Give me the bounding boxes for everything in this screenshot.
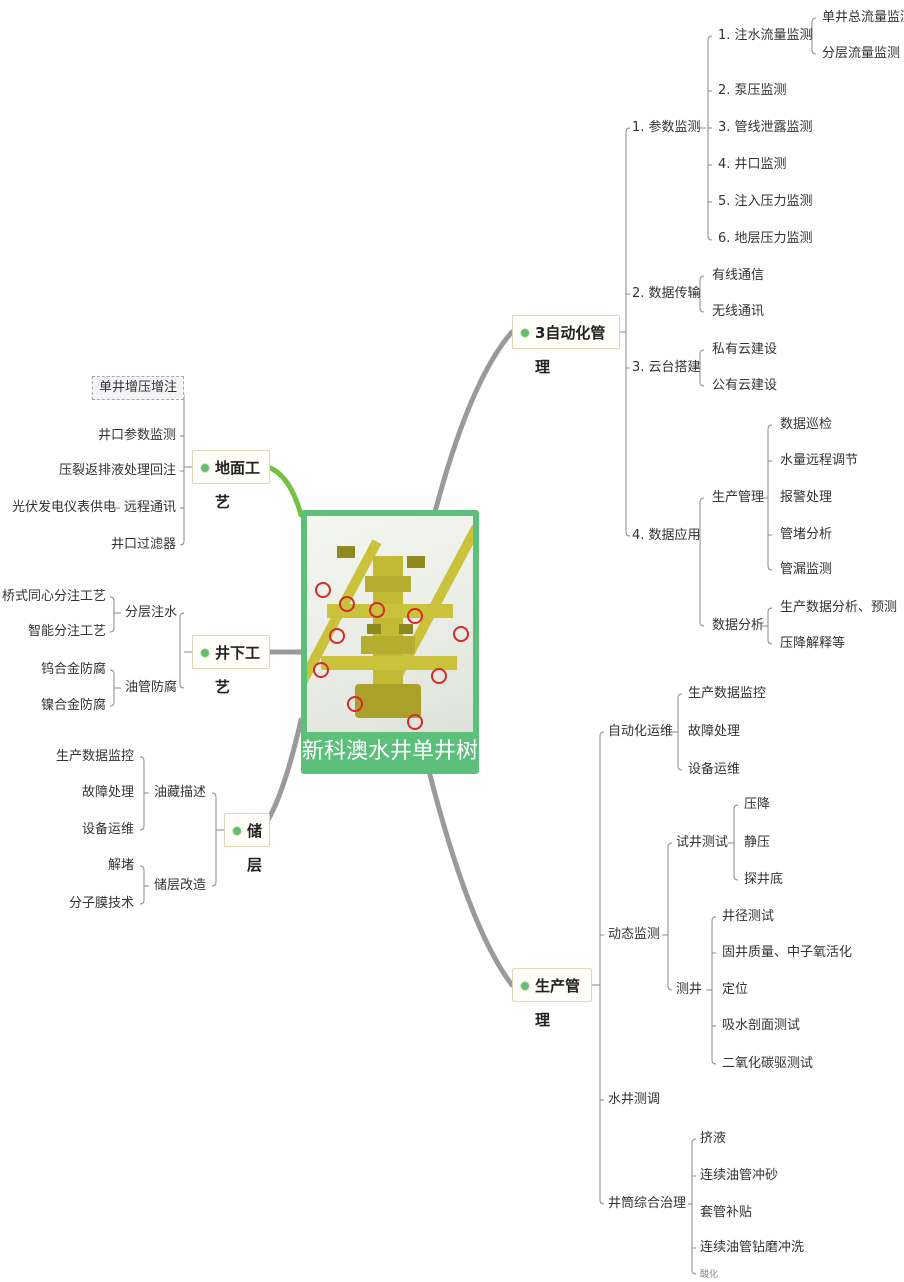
node-auto-ops[interactable]: 自动化运维 [608, 724, 674, 739]
node-wellbore-treatment[interactable]: 井筒综合治理 [608, 1196, 687, 1211]
node-frac-flowback[interactable]: 压裂返排液处理回注 [58, 463, 176, 478]
node-prod-data-monitor-left[interactable]: 生产数据监控 [55, 749, 134, 764]
node-bottom-probe[interactable]: 探井底 [744, 872, 784, 887]
node-liquid-squeeze[interactable]: 挤液 [700, 1131, 727, 1146]
node-static-pressure[interactable]: 静压 [744, 835, 771, 850]
node-pump-pressure[interactable]: 2. 泵压监测 [718, 83, 787, 98]
branch-dot-icon [201, 464, 209, 472]
node-layered-flow[interactable]: 分层流量监测 [822, 46, 901, 61]
node-casing-patch[interactable]: 套管补贴 [700, 1205, 753, 1220]
branch-downhole-process[interactable]: 井下工艺 [192, 635, 270, 696]
node-co2-flood-test[interactable]: 二氧化碳驱测试 [722, 1056, 814, 1071]
node-wellhead-filter[interactable]: 井口过滤器 [110, 537, 176, 552]
node-data-transfer[interactable]: 2. 数据传输 [632, 286, 701, 301]
node-molecular-film[interactable]: 分子膜技术 [68, 896, 134, 911]
wellhead-image [307, 516, 473, 732]
node-injection-pressure[interactable]: 5. 注入压力监测 [718, 194, 813, 209]
node-positioning[interactable]: 定位 [722, 982, 749, 997]
node-formation-pressure[interactable]: 6. 地层压力监测 [718, 231, 813, 246]
node-caliper-test[interactable]: 井径测试 [722, 909, 775, 924]
node-public-cloud[interactable]: 公有云建设 [712, 378, 778, 393]
node-wired-comm[interactable]: 有线通信 [712, 268, 765, 283]
node-wellhead-monitor[interactable]: 4. 井口监测 [718, 157, 787, 172]
branch-automation[interactable]: 3自动化管理 [512, 315, 620, 376]
node-equipment-ops-left[interactable]: 设备运维 [81, 822, 134, 837]
node-smart-injection[interactable]: 智能分注工艺 [27, 624, 106, 639]
node-tungsten-alloy[interactable]: 钨合金防腐 [40, 662, 106, 677]
node-pipeline-leak[interactable]: 3. 管线泄露监测 [718, 120, 813, 135]
branch-title: 生产管理 [535, 977, 581, 1029]
node-layered-injection[interactable]: 分层注水 [125, 605, 178, 620]
node-well-logging[interactable]: 测井 [676, 982, 703, 997]
branch-reservoir[interactable]: 储层 [224, 813, 270, 874]
node-tubing-anticorrosion[interactable]: 油管防腐 [125, 680, 178, 695]
branch-title: 3自动化管理 [535, 324, 606, 376]
node-param-monitor[interactable]: 1. 参数监测 [632, 120, 701, 135]
node-data-analysis[interactable]: 数据分析 [712, 618, 765, 633]
branch-title: 井下工艺 [215, 644, 261, 696]
node-reservoir-description[interactable]: 油藏描述 [154, 785, 207, 800]
node-equipment-ops[interactable]: 设备运维 [688, 762, 741, 777]
node-ct-sand-wash[interactable]: 连续油管冲砂 [700, 1168, 779, 1183]
node-solar-power[interactable]: 光伏发电仪表供电 [12, 500, 117, 515]
branch-dot-icon [201, 649, 209, 657]
node-reservoir-stimulation[interactable]: 储层改造 [154, 878, 207, 893]
node-well-test[interactable]: 试井测试 [676, 835, 729, 850]
node-wireless-comm[interactable]: 无线通讯 [712, 304, 765, 319]
branch-production[interactable]: 生产管理 [512, 968, 592, 1029]
node-data-application[interactable]: 4. 数据应用 [632, 528, 701, 543]
node-nickel-alloy[interactable]: 镍合金防腐 [40, 698, 106, 713]
node-plug-removal[interactable]: 解堵 [107, 858, 134, 873]
node-cloud-platform[interactable]: 3. 云台搭建 [632, 360, 701, 375]
node-single-well-boost[interactable]: 单井增压增注 [92, 376, 185, 400]
node-single-well-total-flow[interactable]: 单井总流量监测 [822, 10, 904, 25]
node-private-cloud[interactable]: 私有云建设 [712, 342, 778, 357]
node-injection-flow[interactable]: 1. 注水流量监测 [718, 28, 813, 43]
node-production-mgmt-sub[interactable]: 生产管理 [712, 490, 765, 505]
node-wellhead-param[interactable]: 井口参数监测 [97, 428, 176, 443]
wellhead-illustration [307, 524, 473, 730]
node-alarm-handling[interactable]: 报警处理 [780, 490, 833, 505]
node-ct-milling-wash[interactable]: 连续油管钻磨冲洗 [700, 1240, 805, 1255]
node-remote-water-adjust[interactable]: 水量远程调节 [780, 453, 859, 468]
node-acidizing[interactable]: 酸化 [700, 1270, 719, 1280]
branch-title: 地面工艺 [215, 459, 261, 511]
node-leak-monitor[interactable]: 管漏监测 [780, 562, 833, 577]
node-dynamic-monitor[interactable]: 动态监测 [608, 927, 661, 942]
node-pressure-drop-interp[interactable]: 压降解释等 [780, 636, 846, 651]
node-water-well-adjust[interactable]: 水井测调 [608, 1092, 661, 1107]
node-prod-data-monitor[interactable]: 生产数据监控 [688, 686, 767, 701]
node-bridge-concentric[interactable]: 桥式同心分注工艺 [1, 589, 106, 604]
node-pressure-drop[interactable]: 压降 [744, 797, 771, 812]
branch-surface-process[interactable]: 地面工艺 [192, 450, 270, 511]
node-fault-handling-left[interactable]: 故障处理 [81, 785, 134, 800]
node-data-inspection[interactable]: 数据巡检 [780, 417, 833, 432]
node-blockage-analysis[interactable]: 管堵分析 [780, 527, 833, 542]
node-fault-handling[interactable]: 故障处理 [688, 724, 741, 739]
node-prod-data-forecast[interactable]: 生产数据分析、预测 [780, 600, 898, 615]
branch-dot-icon [521, 982, 529, 990]
node-cement-quality[interactable]: 固井质量、中子氧活化 [722, 945, 853, 960]
branch-dot-icon [521, 329, 529, 337]
branch-dot-icon [233, 827, 241, 835]
branch-title: 储层 [247, 822, 263, 874]
central-node[interactable]: 新科澳水井单井树 [301, 510, 479, 774]
node-remote-comm[interactable]: 远程通讯 [123, 500, 176, 515]
node-injection-profile[interactable]: 吸水剖面测试 [722, 1018, 801, 1033]
central-title: 新科澳水井单井树 [301, 739, 478, 764]
